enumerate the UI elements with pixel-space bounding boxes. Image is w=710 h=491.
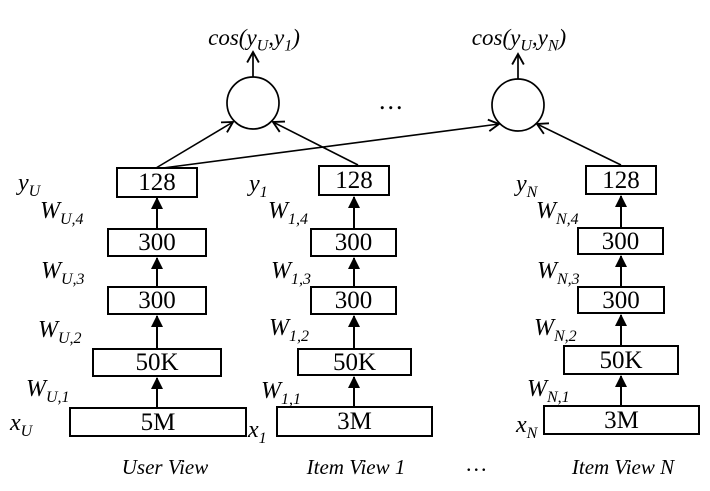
layer-box-itemn-50k: 50K [563, 345, 679, 375]
weight-label-wu1: WU,1 [26, 376, 70, 406]
arrow-yu-to-node1 [155, 121, 235, 169]
layer-box-item1-128: 128 [318, 165, 390, 196]
bottom-ellipsis: ... [466, 451, 489, 476]
caption-user-view: User View [121, 455, 209, 479]
weight-label-wu2: WU,2 [38, 317, 82, 347]
caption-item-view-1: Item View 1 [306, 455, 406, 479]
output-label-yu: yU [18, 170, 41, 200]
layer-box-item1-300a: 300 [310, 286, 397, 315]
layer-box-item1-300b: 300 [310, 228, 397, 257]
output-label-yn: yN [516, 171, 538, 201]
arrow-yu-to-noden [162, 118, 501, 169]
layer-box-user-5m: 5M [69, 407, 247, 437]
arrow-y1-to-node1 [271, 120, 359, 166]
weight-label-wn3: WN,3 [537, 258, 580, 288]
layer-box-user-300b: 300 [107, 228, 207, 257]
arrow-yn-to-noden [535, 122, 622, 166]
layer-box-itemn-3m: 3M [543, 405, 700, 435]
layer-box-itemn-300b: 300 [577, 227, 664, 255]
layer-box-user-300a: 300 [107, 286, 207, 315]
layer-box-user-50k: 50K [92, 348, 222, 377]
input-label-x1: x1 [248, 417, 267, 447]
layer-box-item1-50k: 50K [297, 348, 412, 376]
weight-label-wn1: WN,1 [527, 376, 570, 406]
top-ellipsis: ... [379, 86, 405, 115]
weight-label-w14: W1,4 [268, 198, 308, 228]
weight-label-w12: W1,2 [269, 315, 309, 345]
output-label-y1: y1 [249, 171, 268, 201]
input-label-xu: xU [10, 410, 33, 440]
cosine-score-label-n: cos(yU,yN) [471, 25, 567, 55]
weight-label-w11: W1,1 [261, 378, 301, 408]
layer-box-itemn-128: 128 [585, 165, 657, 195]
cosine-node-1 [226, 76, 280, 130]
cosine-score-label-1: cos(yU,y1) [208, 25, 300, 55]
weight-label-wn2: WN,2 [534, 315, 577, 345]
weight-label-wu3: WU,3 [41, 258, 85, 288]
caption-item-view-n: Item View N [571, 455, 675, 479]
layer-box-itemn-300a: 300 [577, 286, 665, 314]
input-label-xn: xN [516, 412, 538, 442]
weight-label-wn4: WN,4 [536, 198, 579, 228]
layer-box-item1-3m: 3M [276, 406, 433, 437]
weight-label-wu4: WU,4 [40, 198, 84, 228]
cosine-node-n [491, 78, 545, 132]
layer-box-user-128: 128 [116, 167, 198, 198]
weight-label-w13: W1,3 [271, 258, 311, 288]
